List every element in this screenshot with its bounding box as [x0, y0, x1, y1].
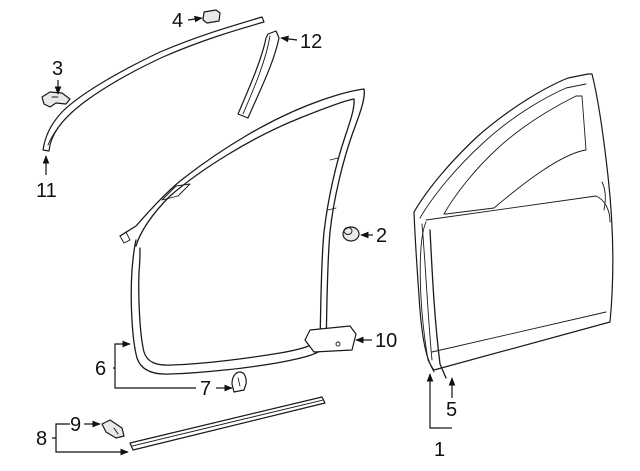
callout-8: 8: [36, 428, 47, 450]
lower-moulding-part-8: [129, 396, 326, 451]
door-shell-part-1: [413, 73, 614, 373]
pillar-garnish-part-12: [237, 30, 280, 119]
leader-lines: [42, 15, 456, 456]
callout-10: 10: [375, 330, 397, 352]
callout-7: 7: [200, 378, 211, 400]
callout-9: 9: [70, 414, 81, 436]
door-seal-part-5: [429, 229, 447, 379]
callout-11: 11: [36, 180, 57, 202]
bumper-part-2: [342, 226, 360, 242]
weatherstrip-part-6: [119, 88, 365, 375]
cover-part-10: [304, 325, 357, 353]
callout-5: 5: [446, 399, 457, 421]
callout-2: 2: [376, 225, 387, 247]
clip-part-9: [101, 419, 125, 439]
callout-3: 3: [52, 58, 63, 80]
clip-part-7: [231, 371, 247, 393]
callout-1: 1: [434, 439, 445, 461]
bracket-part-3: [41, 91, 71, 108]
upper-moulding-part-11: [42, 16, 265, 152]
callout-labels: 4 3 12 11 2 10 6 7 8 9 5 1: [36, 10, 457, 461]
callout-12: 12: [300, 31, 322, 53]
callout-6: 6: [95, 358, 106, 380]
clip-part-4: [202, 9, 221, 24]
callout-4: 4: [172, 10, 183, 32]
